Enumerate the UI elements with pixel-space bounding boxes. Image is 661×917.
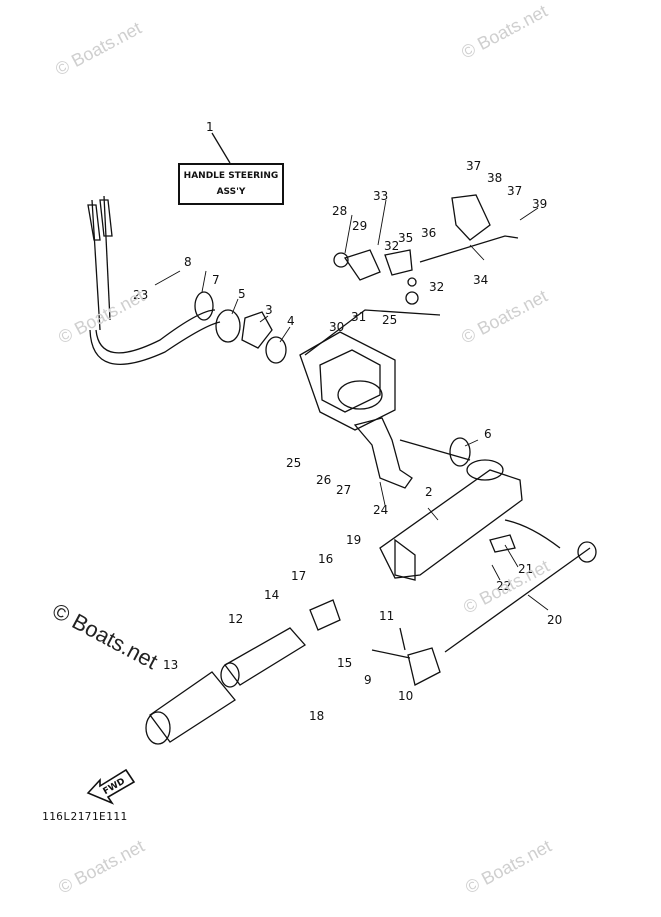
callout-35: 35: [398, 231, 413, 245]
callout-29: 29: [352, 219, 367, 233]
callout-34: 34: [473, 273, 488, 287]
callout-7: 7: [212, 273, 220, 287]
callout-9: 9: [364, 673, 372, 687]
callout-25b: 25: [382, 313, 397, 327]
callout-36: 36: [421, 226, 436, 240]
callout-8: 8: [184, 255, 192, 269]
callout-numbers: 1 2 3 4 5 6 7 8 9 10 11 12 13 14 15 16 1…: [133, 120, 562, 723]
callout-12: 12: [228, 612, 243, 626]
callout-6: 6: [484, 427, 492, 441]
callout-13: 13: [163, 658, 178, 672]
callout-32a: 32: [384, 239, 399, 253]
throttle-grip: [145, 599, 341, 745]
callout-38: 38: [487, 171, 502, 185]
callout-26: 26: [316, 473, 331, 487]
callout-39: 39: [532, 197, 547, 211]
fwd-arrow-icon: FWD: [86, 768, 136, 805]
callout-27: 27: [336, 483, 351, 497]
callout-10: 10: [398, 689, 413, 703]
callout-4: 4: [287, 314, 295, 328]
callout-32b: 32: [429, 280, 444, 294]
callout-31: 31: [351, 310, 366, 324]
callout-30: 30: [329, 320, 344, 334]
callout-5: 5: [238, 287, 246, 301]
linkage-rod: [333, 194, 519, 305]
bracket-body: [299, 309, 441, 431]
diagram-code: 116L2171E111: [42, 810, 128, 823]
throttle-cables: [87, 195, 221, 366]
title-box: HANDLE STEERING ASS'Y: [178, 163, 284, 205]
callout-20: 20: [547, 613, 562, 627]
callout-1: 1: [206, 120, 214, 134]
callout-15: 15: [337, 656, 352, 670]
callout-17: 17: [291, 569, 306, 583]
washer: [449, 437, 471, 467]
throttle-stop: [371, 627, 441, 686]
cable-joint-parts: [194, 291, 287, 364]
lever: [353, 417, 413, 489]
callout-23: 23: [133, 288, 148, 302]
callout-24: 24: [373, 503, 388, 517]
title-line-2: ASS'Y: [216, 187, 246, 197]
callout-11: 11: [379, 609, 394, 623]
throttle-rod: [444, 519, 597, 653]
callout-28: 28: [332, 204, 347, 218]
steering-arm: [379, 439, 523, 581]
callout-16: 16: [318, 552, 333, 566]
callout-lines: [154, 199, 549, 611]
callout-22: 22: [496, 579, 511, 593]
callout-18: 18: [309, 709, 324, 723]
callout-leader: [211, 132, 231, 164]
callout-19: 19: [346, 533, 361, 547]
title-line-1: HANDLE STEERING: [183, 171, 279, 181]
callout-37b: 37: [507, 184, 522, 198]
callout-2: 2: [425, 485, 433, 499]
callout-14: 14: [264, 588, 279, 602]
callout-37a: 37: [466, 159, 481, 173]
callout-25a: 25: [286, 456, 301, 470]
callout-33: 33: [373, 189, 388, 203]
callout-21: 21: [518, 562, 533, 576]
callout-3: 3: [265, 303, 273, 317]
